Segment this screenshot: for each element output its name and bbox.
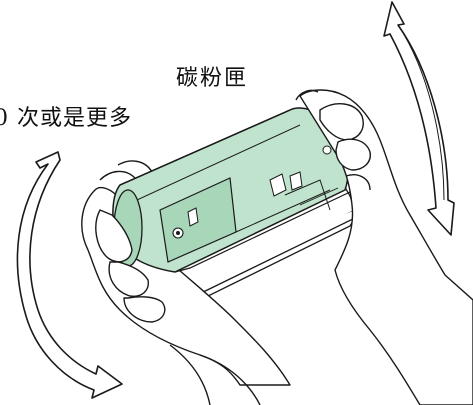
toner-cartridge-label: 碳粉匣: [176, 66, 249, 91]
right-rotate-arrow-icon: [383, 1, 455, 236]
right-hand: [295, 89, 473, 405]
left-rotate-arrow-icon: [16, 151, 123, 399]
left-hand-fingers: [95, 209, 166, 323]
left-forearm: [169, 344, 261, 405]
repeat-count-label: 0 次或是更多: [0, 106, 132, 131]
